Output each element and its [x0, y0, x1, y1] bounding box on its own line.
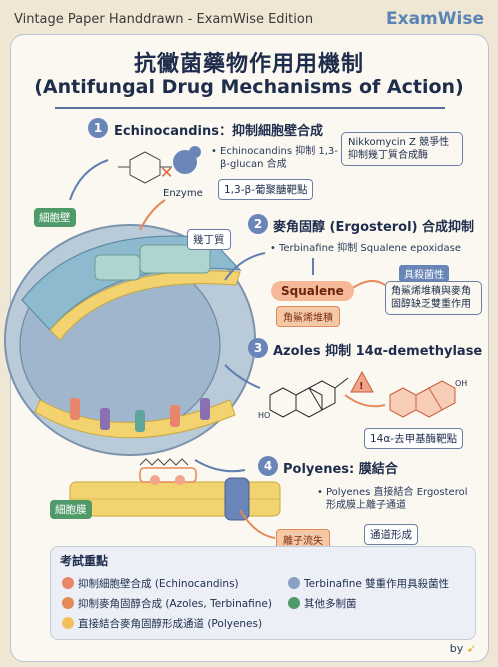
footer-by: by ➹: [449, 642, 476, 655]
exam-item: 抑制細胞壁合成 (Echinocandins): [62, 576, 239, 591]
section-2-title: 麥角固醇 (Ergosterol) 合成抑制: [273, 220, 475, 235]
header-subtitle: Vintage Paper Handdrawn - ExamWise Editi…: [14, 12, 314, 27]
banana-icon: ➹: [466, 642, 476, 655]
nikkomycin-note: Nikkomycin Z 競爭性抑制幾丁質合成酶: [341, 132, 463, 166]
pencil-icon: [288, 577, 300, 589]
title-english: (Antifungal Drug Mechanisms of Action): [34, 76, 464, 98]
label-cell-membrane: 細胞膜: [50, 500, 92, 519]
channel-formation-tag: 通道形成: [364, 524, 418, 545]
exam-item: 抑制麥角固醇合成 (Azoles, Terbinafine): [62, 596, 272, 611]
fungicidal-tag: 具殺菌性: [399, 265, 449, 282]
section-2-number: 2: [248, 214, 268, 234]
section-1-bullet: Echinocandins 抑制 1,3-β-glucan 合成: [211, 145, 340, 171]
section-3-target-tag: 14α-去甲基酶靶點: [364, 428, 464, 449]
exam-item: Terbinafine 雙重作用具殺菌性: [288, 576, 449, 591]
fungus-face-icon: [62, 577, 74, 589]
section-4-title: Polyenes: 膜結合: [283, 462, 398, 477]
label-cell-wall: 細胞壁: [34, 208, 76, 227]
title-underline: [55, 107, 445, 109]
section-4-bullet: Polyenes 直接結合 Ergosterol 形成膜上離子通道: [317, 486, 478, 512]
section-1-number: 1: [88, 118, 108, 138]
exam-item: 直接結合麥角固醇形成通道 (Polyenes): [62, 616, 262, 631]
polyene-icon: [62, 617, 74, 629]
shield-icon: [288, 597, 300, 609]
section-4-number: 4: [258, 456, 278, 476]
squalene-accumulation-tag: 角鯊烯堆積: [276, 306, 340, 327]
section-1-target-tag: 1,3-β-葡聚醣靶點: [218, 179, 314, 200]
brand-logo[interactable]: ExamWise: [386, 9, 484, 29]
inhibit-icon: [62, 597, 74, 609]
exam-key-points-box: [50, 546, 476, 640]
label-chitin: 幾丁質: [187, 229, 231, 250]
exam-title: 考試重點: [60, 554, 109, 568]
squalene-label: Squalene: [271, 281, 354, 301]
section-1-title: Echinocandins：抑制細胞壁合成: [114, 124, 323, 139]
section-2-bullet: Terbinafine 抑制 Squalene epoxidase: [270, 242, 479, 255]
title-chinese: 抗黴菌藥物作用用機制: [133, 52, 364, 77]
fungicidal-note: 角鯊烯堆積與麥角固醇缺乏雙重作用: [385, 281, 482, 315]
exam-item: 其他多制菌: [288, 596, 357, 611]
section-3-title: Azoles 抑制 14α-demethylase: [273, 344, 483, 359]
section-3-number: 3: [248, 338, 268, 358]
